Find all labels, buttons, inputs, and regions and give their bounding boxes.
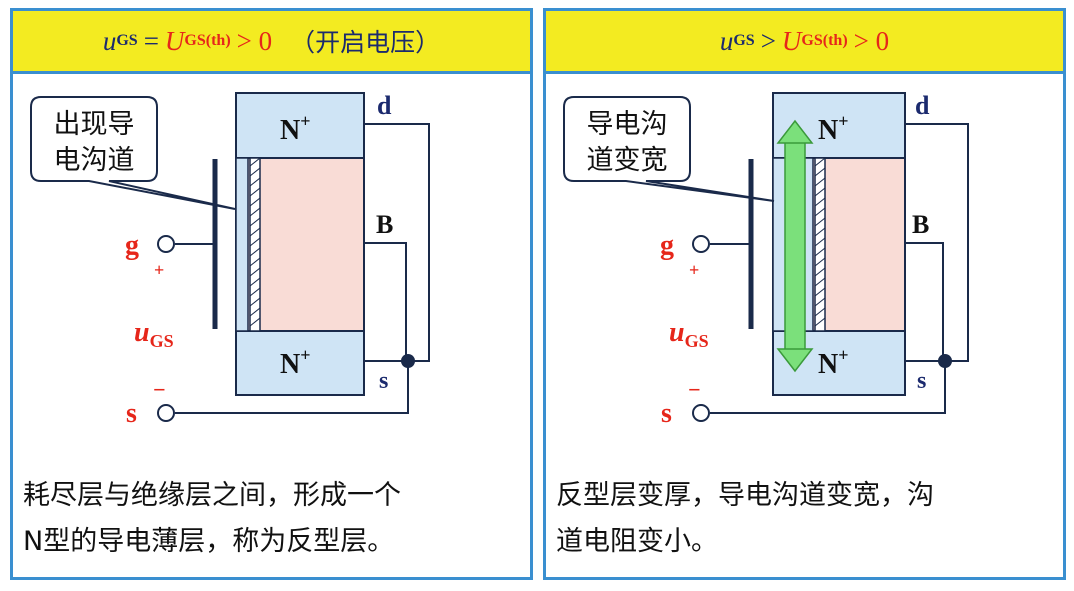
n-plus-top-label: N+ [818,111,849,146]
source-terminal [157,404,175,422]
gate-terminal [692,235,710,253]
n-plus-bottom-label: N+ [280,345,311,380]
callout-bubble [30,96,236,210]
callout-line-1: 导电沟 [587,109,668,140]
gate-plus-sign: + [154,260,164,280]
callout-line-2: 道变宽 [587,145,668,176]
threshold-symbol: U [781,25,802,56]
description-line-2: N型的导电薄层，称为反型层。 [23,526,395,557]
depletion-layer [249,157,261,332]
junction-dot [938,354,952,368]
gs-subscript: GS [116,32,138,49]
threshold-subscript: GS(th) [184,32,231,49]
source-drain-side-label: s [379,368,388,394]
inversion-layer [235,157,249,332]
description-line-1: 耗尽层与绝缘层之间，形成一个 [23,480,401,511]
callout-bubble [563,96,775,202]
drain-label: d [915,91,930,120]
greater-than-zero: > 0 [853,25,890,56]
equals-sign: = [143,25,159,56]
body-label: B [376,210,393,239]
n-plus-source-region [235,330,365,396]
threshold-subscript: GS(th) [801,32,848,49]
source-minus-sign: − [153,377,166,402]
depletion-hatch [249,157,261,327]
gs-subscript: GS [733,32,755,49]
threshold-note: （开启电压） [290,28,441,57]
description-line-2: 道电阻变小。 [556,526,718,557]
channel-arrow-down-icon [776,348,814,373]
source-label: s [661,398,672,429]
drain-label: d [377,91,392,120]
u-symbol: u [719,25,734,56]
description-left: 耗尽层与绝缘层之间，形成一个 N型的导电薄层，称为反型层。 [23,473,523,565]
channel-arrow-up-icon [776,119,814,144]
body-wire [364,242,407,361]
n-plus-top-label: N+ [280,111,311,146]
threshold-symbol: U [164,25,185,56]
mosfet-diagram-left: N+ N+ d B s g + uGS − s 出现导 电沟道 [30,91,430,429]
gate-label: g [660,230,674,261]
source-return-wire [710,361,946,414]
depletion-layer [814,157,826,332]
gate-terminal [157,235,175,253]
gate-label: g [125,230,139,261]
mosfet-diagram-right: N+ N+ d B s g + uGS − s 导电沟 道变宽 [563,91,969,429]
callout-line-1: 出现导 [54,109,135,140]
u-symbol: u [102,25,117,56]
source-minus-sign: − [688,377,701,402]
greater-than-zero: > 0 [236,25,273,56]
n-plus-drain-region [235,92,365,159]
n-plus-bottom-label: N+ [818,345,849,380]
depletion-hatch [814,157,826,327]
gate-plus-sign: + [689,260,699,280]
body-wire [905,242,944,361]
greater-than-sign: > [760,25,776,56]
source-return-wire [175,361,409,414]
source-label: s [126,398,137,429]
junction-dot [401,354,415,368]
channel-bar [784,136,806,358]
body-label: B [912,210,929,239]
source-drain-side-label: s [917,368,926,394]
ugs-label: uGS [669,317,709,351]
drain-wire [364,123,430,362]
source-terminal [692,404,710,422]
ugs-label: uGS [134,317,174,351]
callout-line-2: 电沟道 [54,145,135,176]
description-right: 反型层变厚，导电沟道变宽，沟 道电阻变小。 [556,473,1056,565]
description-line-1: 反型层变厚，导电沟道变宽，沟 [556,480,934,511]
drain-wire [905,123,969,362]
